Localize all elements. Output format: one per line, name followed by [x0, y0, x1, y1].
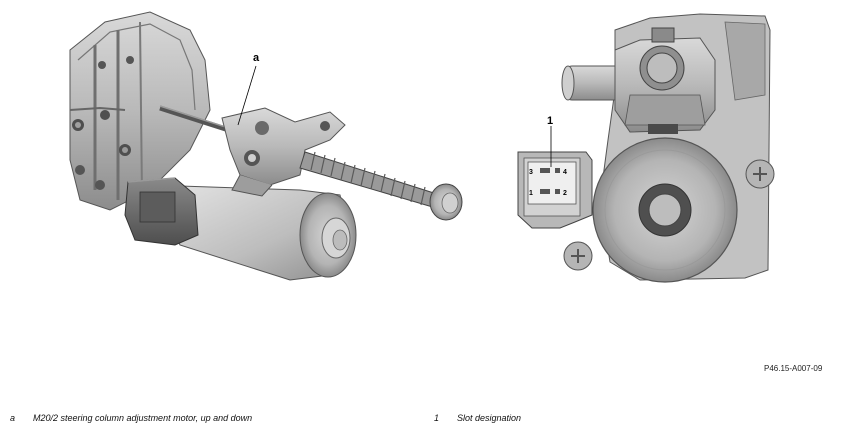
legend-key-a: a — [10, 413, 16, 423]
legend-text-a: M20/2 steering column adjustment motor, … — [33, 413, 253, 423]
callout-1: 1 — [547, 115, 554, 127]
pin-label-1: 1 — [529, 190, 533, 197]
legend-key-1: 1 — [434, 413, 440, 423]
legend-text-1: Slot designation — [457, 413, 522, 423]
pin-label-3: 3 — [529, 169, 533, 176]
reference-code: P46.15-A007-09 — [764, 364, 823, 373]
callout-a: a — [253, 52, 260, 64]
pin-label-2: 2 — [563, 190, 567, 197]
motor-end-view-illustration — [517, 13, 775, 283]
motor-assembly-illustration — [69, 11, 463, 281]
pin-label-4: 4 — [563, 169, 567, 176]
